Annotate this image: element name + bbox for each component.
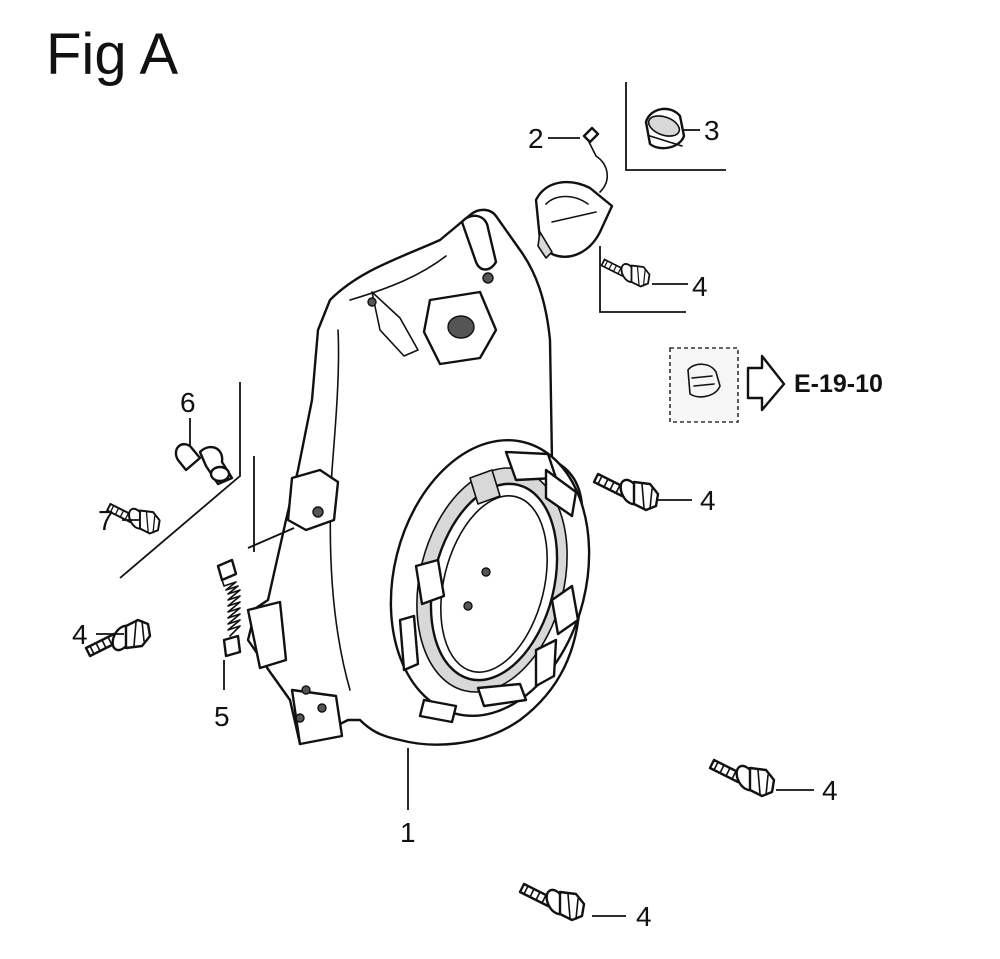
stop-switch-icon (534, 126, 686, 313)
figure-title: Fig A (46, 22, 178, 87)
reference-arrow-icon (746, 354, 786, 412)
spring-icon (216, 456, 295, 690)
grommet-cap-icon (625, 82, 726, 171)
callout-4: 4 (636, 901, 652, 932)
callout-4: 4 (822, 775, 838, 806)
callout-7: 7 (98, 505, 114, 536)
callout-4: 4 (700, 485, 716, 516)
reference-code: E-19-10 (794, 370, 883, 398)
callout-6: 6 (180, 387, 196, 418)
callout-2: 2 (528, 123, 544, 154)
callout-4: 4 (692, 271, 708, 302)
callout-3: 3 (704, 115, 720, 146)
reference-box (669, 347, 786, 423)
callout-5: 5 (214, 701, 230, 732)
wire-clip-icon (119, 382, 241, 579)
flange-bolt-icon (106, 502, 161, 535)
callout-4: 4 (72, 619, 88, 650)
fan-shroud-icon (246, 208, 591, 810)
callout-1: 1 (400, 817, 416, 848)
